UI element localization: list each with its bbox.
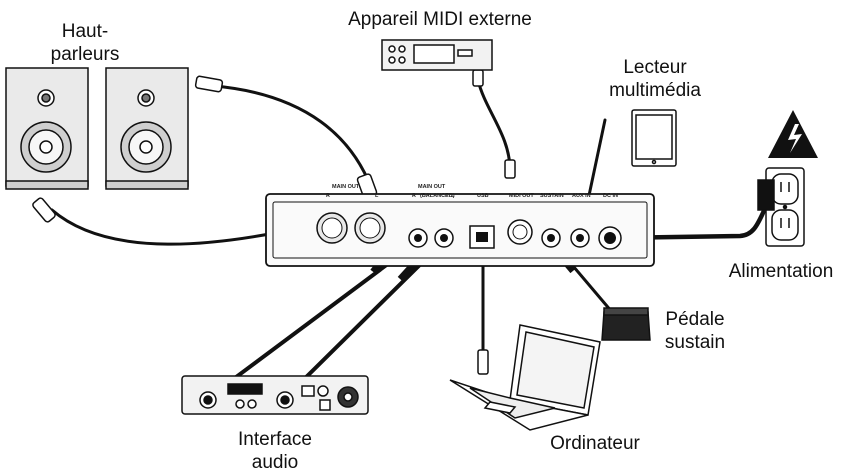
panel-label-l-xlr: L xyxy=(375,193,379,199)
usb-plug-icon xyxy=(477,349,489,375)
panel-label-r-xlr: R xyxy=(326,193,330,199)
label-speakers-line1: Haut- xyxy=(61,21,109,42)
panel-label-main-out: MAIN OUT xyxy=(418,184,446,190)
speaker-cable-right xyxy=(213,84,370,182)
label-power: Alimentation xyxy=(728,261,834,282)
panel-label-sustain: SUSTAIN xyxy=(540,193,564,199)
panel-label-midi-out: MIDI OUT xyxy=(509,193,534,199)
speaker-cable-left xyxy=(50,208,302,246)
label-speakers: Haut- parleurs xyxy=(30,20,140,66)
panel-label-dc-in: DC IN xyxy=(603,193,618,199)
label-pedal-line1: Pédale xyxy=(665,309,725,330)
laptop-icon xyxy=(449,324,601,431)
label-audio-interface: Interface audio xyxy=(220,428,330,474)
rear-panel: MAIN OUT R L MAIN OUT R (BALANCED) L USB… xyxy=(265,184,655,267)
label-speakers-line2: parleurs xyxy=(50,44,120,65)
label-midi-device: Appareil MIDI externe xyxy=(348,9,532,30)
speaker-icon xyxy=(5,67,89,190)
tablet-icon xyxy=(631,109,677,167)
midi-cable xyxy=(476,78,512,172)
label-pedal-line2: sustain xyxy=(664,332,726,353)
panel-label-balanced: (BALANCED) xyxy=(420,193,455,199)
label-media-player: Lecteur multimédia xyxy=(595,56,715,102)
sustain-pedal-icon xyxy=(601,307,651,341)
xlr-plug-icon xyxy=(194,75,224,93)
label-audio-interface-line2: audio xyxy=(251,452,299,473)
label-media-player-line2: multimédia xyxy=(609,80,701,101)
xlr-plug-icon xyxy=(32,197,56,223)
midi-device-icon xyxy=(381,39,493,71)
midi-out-port-icon xyxy=(507,219,533,245)
audio-interface-icon xyxy=(181,375,369,415)
midi-plug-icon xyxy=(504,159,516,179)
wall-outlet-icon xyxy=(757,167,805,247)
panel-label-usb: USB xyxy=(477,193,489,199)
label-computer: Ordinateur xyxy=(550,433,640,454)
label-pedal: Pédale sustain xyxy=(655,308,735,354)
label-audio-interface-line1: Interface xyxy=(238,429,312,450)
panel-label-l: L xyxy=(451,193,455,199)
panel-label-main-out-xlr: MAIN OUT xyxy=(332,184,360,190)
speaker-icon xyxy=(105,67,189,190)
panel-label-aux-in: AUX IN xyxy=(572,193,591,199)
label-media-player-line1: Lecteur xyxy=(623,57,687,78)
lightning-icon xyxy=(768,110,818,158)
midi-plug-icon xyxy=(472,69,484,87)
panel-label-r: R xyxy=(412,193,416,199)
